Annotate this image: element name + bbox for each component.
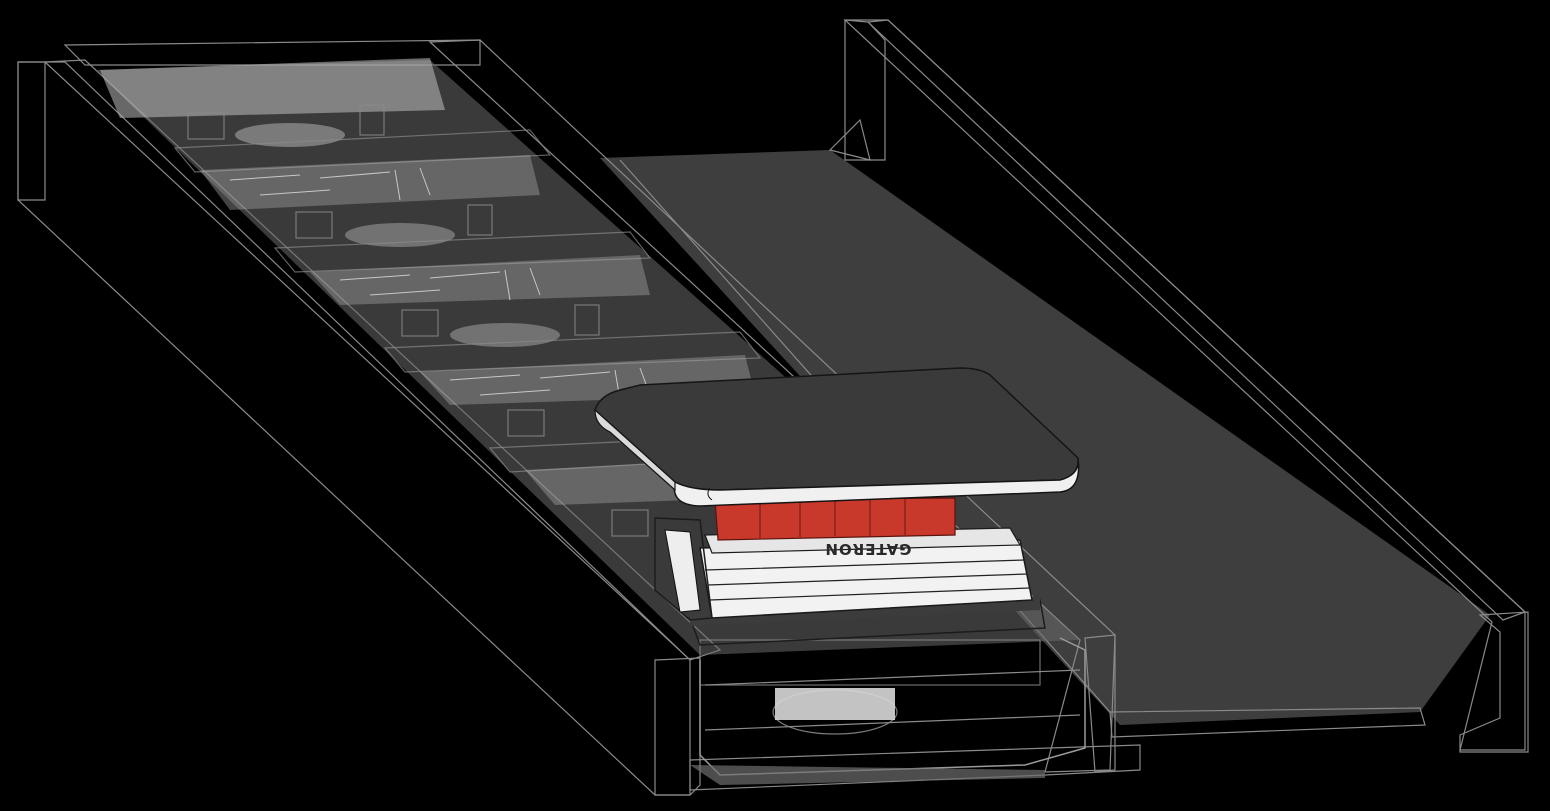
front-profile-outline xyxy=(699,637,1086,776)
ghost-socket-2 xyxy=(345,223,455,247)
loaded-rail-front-right-post xyxy=(1084,634,1116,773)
ghost-module-3-top xyxy=(310,255,650,305)
ghost-pin-2b xyxy=(467,204,493,236)
loaded-rail-front-bottom xyxy=(689,744,1141,791)
keyboard-switch-assembly: GATERON xyxy=(594,367,1080,735)
switch-brand-text: GATERON xyxy=(824,540,911,558)
switch-housing-ribs xyxy=(704,559,1031,601)
front-profile-inner-line xyxy=(704,669,1081,686)
ghost-plate-2 xyxy=(273,231,652,273)
ghost-module-2-top xyxy=(200,155,540,210)
empty-rail-chamfer xyxy=(828,118,871,161)
ghost-pin-1b xyxy=(359,104,385,136)
ghost-wire-3 xyxy=(339,267,541,301)
ghost-wire-2 xyxy=(229,167,431,201)
keycap-left-face xyxy=(594,408,676,492)
ghost-plate-1 xyxy=(173,129,552,173)
ghost-module-1-top xyxy=(100,58,445,118)
switch-housing-side xyxy=(654,517,713,621)
switch-housing-side-clip xyxy=(664,529,701,613)
loaded-rail-back-wall xyxy=(63,39,481,66)
loaded-rail-left-end xyxy=(17,61,46,201)
ghost-pin-4a xyxy=(507,409,545,437)
keycap[interactable] xyxy=(594,367,1080,507)
keycap-front-face xyxy=(673,457,1080,507)
keycap-fillet xyxy=(707,487,713,501)
switch-socket-cylinder-body xyxy=(775,688,895,720)
loaded-rail-front-left-post xyxy=(654,657,701,796)
front-profile-inner-line-2 xyxy=(704,714,1081,731)
ghost-pin-5a xyxy=(611,509,649,537)
ghost-pin-2a xyxy=(295,211,333,239)
ghost-pin-3b xyxy=(574,304,600,336)
ghost-plate-3 xyxy=(383,331,762,373)
ghost-modules xyxy=(100,58,762,537)
ghost-wire-4 xyxy=(449,367,651,401)
ghost-pin-3a xyxy=(401,309,439,337)
loaded-rail-front-profile xyxy=(690,637,1086,785)
switch-stem-ribs xyxy=(759,498,906,538)
front-profile-bottom-shade xyxy=(690,765,1045,785)
ghost-pin-1a xyxy=(187,112,225,140)
empty-rail-end-profile xyxy=(1459,611,1529,753)
ghost-socket-1 xyxy=(235,123,345,147)
ghost-socket-3 xyxy=(450,323,560,347)
empty-rail-post xyxy=(844,19,886,161)
ghost-module-5-top xyxy=(525,462,690,505)
